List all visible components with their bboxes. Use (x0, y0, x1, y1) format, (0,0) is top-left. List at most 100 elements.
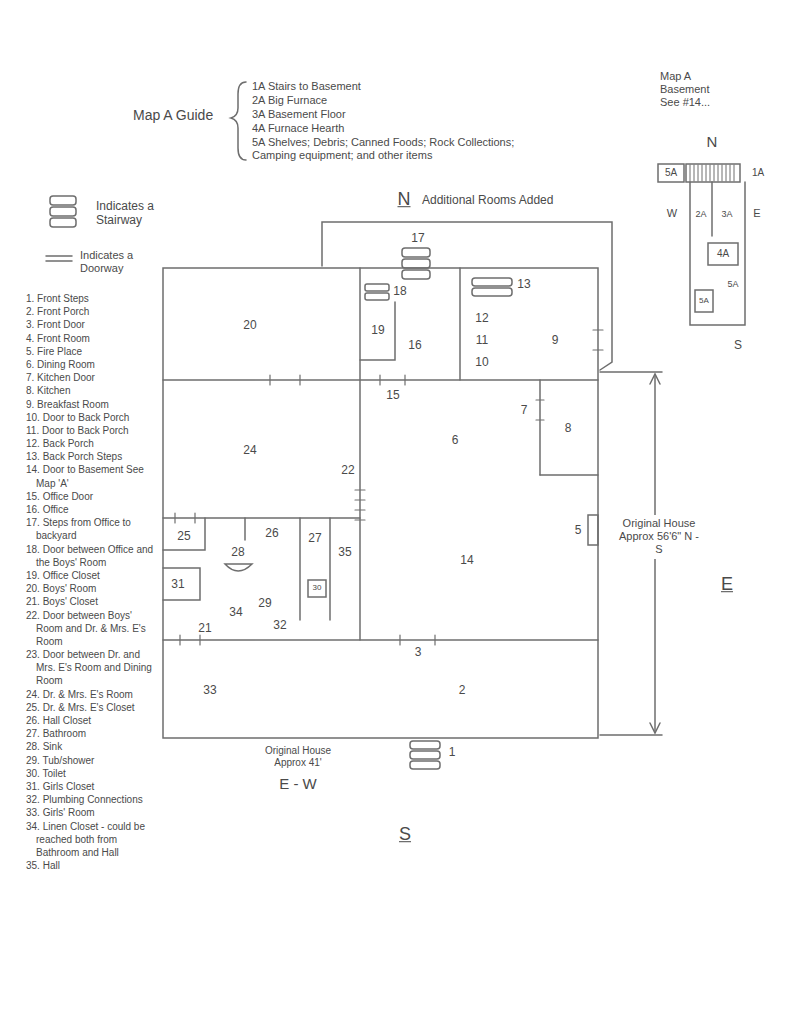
room-number: 6 (452, 433, 459, 447)
room-number: 13 (517, 277, 530, 291)
room-key-entry: 3. Front Door (26, 318, 156, 331)
room-number: 25 (177, 529, 190, 543)
room-number: 19 (371, 323, 384, 337)
room-key-entry: 4. Front Room (26, 332, 156, 345)
room-key-entry: 20. Boys' Room (26, 582, 156, 595)
room-key-entry: 30. Toilet (26, 767, 156, 780)
compass-letter: E (753, 207, 760, 220)
room-key-entry: 26. Hall Closet (26, 714, 156, 727)
dimension-label: Original House Approx 56'6" N - S (612, 515, 706, 559)
room-number: 35 (338, 545, 351, 559)
room-key-entry: 24. Dr. & Mrs. E's Room (26, 688, 156, 701)
legend-text: Indicates a Doorway (80, 249, 158, 275)
room-key-entry: 11. Door to Back Porch (26, 424, 156, 437)
room-number: 10 (475, 355, 488, 369)
room-key-list: 1. Front Steps2. Front Porch3. Front Doo… (26, 292, 156, 872)
guide-entry: 3A Basement Floor (252, 108, 346, 121)
room-key-entry: 31. Girls Closet (26, 780, 156, 793)
doorway-marks (175, 330, 603, 645)
room-number: 24 (243, 443, 256, 457)
room-key-entry: 17. Steps from Office to backyard (26, 516, 156, 542)
room-number: 33 (203, 683, 216, 697)
room-number: 22 (341, 463, 354, 477)
compass-letter: N (398, 189, 411, 211)
room-key-entry: 10. Door to Back Porch (26, 411, 156, 424)
room-key-entry: 8. Kitchen (26, 384, 156, 397)
room-number: 5 (575, 523, 582, 537)
compass-letter: S (399, 824, 411, 846)
compass-letter: S (734, 338, 742, 352)
room-number: 16 (408, 338, 421, 352)
room-number: 14 (460, 553, 473, 567)
room-key-entry: 12. Back Porch (26, 437, 156, 450)
room-key-entry: 32. Plumbing Connections (26, 793, 156, 806)
room-number: 30 (313, 583, 322, 593)
room-key-entry: 28. Sink (26, 740, 156, 753)
basement-inset (658, 164, 745, 325)
room-number: 18 (393, 284, 406, 298)
room-number: 20 (243, 318, 256, 332)
room-key-entry: 18. Door between Office and the Boys' Ro… (26, 543, 156, 569)
room-key-entry: 35. Hall (26, 859, 156, 872)
inset-label: 3A (721, 209, 732, 220)
room-key-entry: 34. Linen Closet - could be reached both… (26, 820, 156, 860)
room-key-entry: 27. Bathroom (26, 727, 156, 740)
guide-entry: 4A Furnace Hearth (252, 122, 344, 135)
inset-label: 5A (727, 279, 738, 290)
stair-marks (365, 248, 512, 769)
room-number: 15 (386, 388, 399, 402)
room-key-entry: 21. Boys' Closet (26, 595, 156, 608)
guide-title: Map A Guide (133, 107, 213, 124)
room-key-entry: 33. Girls' Room (26, 806, 156, 819)
guide-entry: 2A Big Furnace (252, 94, 327, 107)
guide-entry: 1A Stairs to Basement (252, 80, 361, 93)
stairway-symbol (50, 196, 76, 227)
room-key-entry: 22. Door between Boys' Room and Dr. & Mr… (26, 609, 156, 649)
room-key-entry: 9. Breakfast Room (26, 398, 156, 411)
room-key-entry: 25. Dr. & Mrs. E's Closet (26, 701, 156, 714)
room-number: 21 (198, 621, 211, 635)
room-number: 12 (475, 311, 488, 325)
room-key-entry: 6. Dining Room (26, 358, 156, 371)
dimension-label: E - W (279, 775, 317, 793)
legend-text: Indicates a Stairway (96, 199, 186, 228)
plan-fixtures (225, 515, 598, 597)
inset-label: 4A (717, 248, 729, 260)
room-number: 29 (258, 596, 271, 610)
room-number: 11 (476, 333, 488, 347)
room-key-entry: 2. Front Porch (26, 305, 156, 318)
room-number: 1 (449, 745, 456, 759)
room-number: 3 (415, 645, 422, 659)
room-key-entry: 23. Door between Dr. and Mrs. E's Room a… (26, 648, 156, 688)
room-key-entry: 16. Office (26, 503, 156, 516)
room-key-entry: 14. Door to Basement See Map 'A' (26, 463, 156, 489)
dimension-label: Original House Approx 41' (253, 745, 343, 769)
compass-letter: N (707, 133, 718, 151)
guide-brace (231, 82, 246, 160)
room-number: 34 (229, 605, 242, 619)
guide-entry: 5A Shelves; Debris; Canned Foods; Rock C… (252, 136, 552, 162)
room-number: 7 (521, 403, 528, 417)
inset-label: 5A (665, 167, 677, 179)
inset-title: Map A Basement See #14... (660, 70, 720, 110)
room-key-entry: 15. Office Door (26, 490, 156, 503)
room-number: 31 (171, 577, 184, 591)
compass-letter: W (667, 207, 677, 220)
inset-label: 5A (699, 296, 709, 306)
room-number: 17 (411, 231, 424, 245)
room-key-entry: 1. Front Steps (26, 292, 156, 305)
room-key-entry: 19. Office Closet (26, 569, 156, 582)
room-key-entry: 5. Fire Place (26, 345, 156, 358)
room-number: 8 (565, 421, 572, 435)
room-number: 28 (231, 545, 244, 559)
room-key-entry: 29. Tub/shower (26, 754, 156, 767)
room-key-entry: 13. Back Porch Steps (26, 450, 156, 463)
inset-label: 1A (752, 167, 764, 179)
room-number: 26 (265, 526, 278, 540)
plan-note: Additional Rooms Added (422, 193, 553, 207)
room-number: 32 (273, 618, 286, 632)
room-number: 27 (308, 531, 321, 545)
room-key-entry: 7. Kitchen Door (26, 371, 156, 384)
room-number: 9 (552, 333, 559, 347)
inset-label: 2A (695, 209, 706, 220)
